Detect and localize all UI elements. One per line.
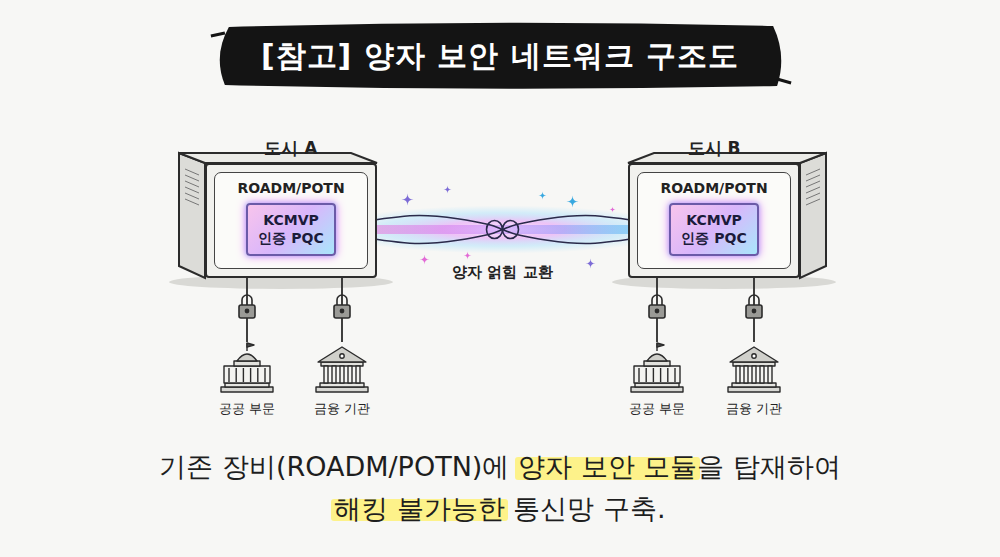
sparkle xyxy=(420,255,430,265)
lock-icon xyxy=(746,295,762,318)
vent-line xyxy=(185,169,199,175)
server-node: 도시 A ROADM/POTN KCMVP 인증 PQC xyxy=(205,136,377,278)
entanglement-link xyxy=(336,215,669,243)
secure-link xyxy=(341,278,343,342)
sparkle xyxy=(539,192,547,200)
caption: 기존 장비(ROADM/POTN)에 양자 보안 모듈을 탑재하여 해킹 불가능… xyxy=(150,446,850,530)
server-node: 도시 B ROADM/POTN KCMVP 인증 PQC xyxy=(628,136,800,278)
lock-icon xyxy=(239,295,255,318)
sparkle xyxy=(610,207,616,213)
city-label: 도시 B xyxy=(628,136,800,160)
building-label: 금융 기관 xyxy=(302,400,382,418)
building-node: 공공 부문 xyxy=(207,342,287,418)
title: [참고] 양자 보안 네트워크 구조도 xyxy=(261,38,739,73)
equipment-label: ROADM/POTN xyxy=(646,180,782,196)
building-label: 공공 부문 xyxy=(207,400,287,418)
secure-link xyxy=(246,278,248,342)
vent-line xyxy=(806,199,820,205)
vent-line xyxy=(185,175,199,181)
vent-line xyxy=(185,193,199,199)
bank-building-icon xyxy=(313,342,371,394)
building-node: 금융 기관 xyxy=(714,342,794,418)
sparkle xyxy=(586,259,596,269)
vent-line xyxy=(185,181,199,187)
vent-line xyxy=(806,175,820,181)
vent-line xyxy=(806,181,820,187)
vent-line xyxy=(185,199,199,205)
module-label: KCMVP 인증 PQC xyxy=(677,212,751,247)
edge-label: 양자 얽힘 교환 xyxy=(448,262,556,283)
bank-building-icon xyxy=(725,342,783,394)
pqc-module: KCMVP 인증 PQC xyxy=(246,203,336,256)
server-side-panel xyxy=(800,153,826,278)
beam-glow xyxy=(326,206,679,254)
vent-line xyxy=(806,187,820,193)
building-node: 공공 부문 xyxy=(617,342,697,418)
server-face: ROADM/POTN KCMVP 인증 PQC xyxy=(205,163,377,278)
title-banner-text-wrap: [참고] 양자 보안 네트워크 구조도 xyxy=(0,36,1000,77)
vent-line xyxy=(185,187,199,193)
sparkle xyxy=(444,186,452,194)
lock-icon xyxy=(649,295,665,318)
vent-line xyxy=(806,193,820,199)
equipment-label: ROADM/POTN xyxy=(223,180,359,196)
government-building-icon xyxy=(218,342,276,394)
building-node: 금융 기관 xyxy=(302,342,382,418)
server-face: ROADM/POTN KCMVP 인증 PQC xyxy=(628,163,800,278)
sparkle xyxy=(464,252,472,260)
title-banner xyxy=(220,23,782,89)
pqc-module: KCMVP 인증 PQC xyxy=(669,203,759,256)
brush-stroke xyxy=(211,33,791,83)
sparkle xyxy=(567,196,579,208)
secure-link xyxy=(753,278,755,342)
vent-line xyxy=(806,169,820,175)
module-label: KCMVP 인증 PQC xyxy=(254,212,328,247)
server-side-panel xyxy=(179,153,205,278)
sparkle xyxy=(402,194,414,206)
server-screen: ROADM/POTN KCMVP 인증 PQC xyxy=(214,172,368,269)
server-screen: ROADM/POTN KCMVP 인증 PQC xyxy=(637,172,791,269)
government-building-icon xyxy=(628,342,686,394)
building-label: 공공 부문 xyxy=(617,400,697,418)
lock-icon xyxy=(334,295,350,318)
secure-link xyxy=(656,278,658,342)
infinity-loop xyxy=(487,221,519,239)
building-label: 금융 기관 xyxy=(714,400,794,418)
city-label: 도시 A xyxy=(205,136,377,160)
